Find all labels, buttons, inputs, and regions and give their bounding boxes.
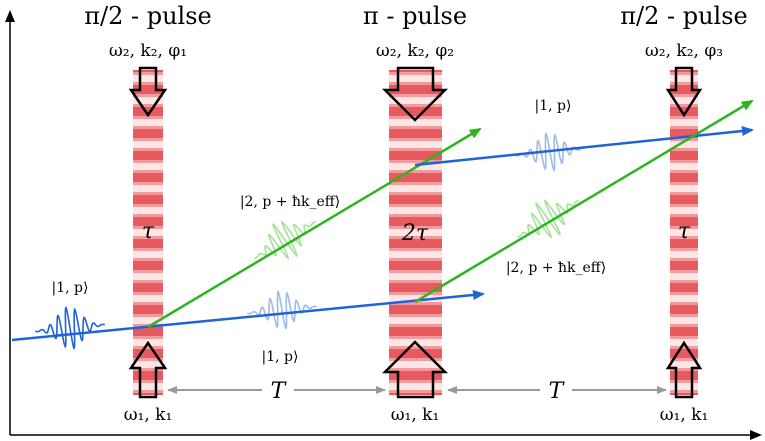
wave-packet-lower-ground xyxy=(247,290,317,330)
wave-packet-lower-excited xyxy=(516,199,580,239)
state-upper-excited: |2, p + ħk_eff⟩ xyxy=(240,194,340,210)
header-right: π/2 - pulse xyxy=(620,2,748,30)
bottom-params-right: ω₁, k₁ xyxy=(660,405,709,425)
interval-label-first: T xyxy=(271,379,288,404)
bottom-params-middle: ω₁, k₁ xyxy=(391,405,440,425)
duration-left: τ xyxy=(142,219,155,244)
down-arrow-middle xyxy=(381,66,449,122)
trajectory-excited-upper xyxy=(147,127,482,329)
trajectory-excited-lower xyxy=(414,99,754,304)
up-arrow-left xyxy=(128,340,168,399)
top-params-left: ω₂, k₂, φ₁ xyxy=(109,41,187,61)
interval-label-second: T xyxy=(549,379,566,404)
up-arrow-right xyxy=(665,340,703,399)
down-arrow-right xyxy=(665,66,703,118)
bottom-params-left: ω₁, k₁ xyxy=(124,405,173,425)
header-left: π/2 - pulse xyxy=(84,2,212,30)
state-lower-excited: |2, p + ħk_eff⟩ xyxy=(506,260,606,276)
duration-middle: 2τ xyxy=(401,221,429,246)
wave-packet-input xyxy=(35,306,105,350)
state-lower-ground: |1, p⟩ xyxy=(262,349,299,365)
state-input: |1, p⟩ xyxy=(52,280,89,296)
state-upper-ground: |1, p⟩ xyxy=(535,98,572,114)
header-middle: π - pulse xyxy=(363,2,467,30)
top-params-middle: ω₂, k₂, φ₂ xyxy=(376,41,454,61)
duration-right: τ xyxy=(678,219,691,244)
top-params-right: ω₂, k₂, φ₃ xyxy=(645,41,723,61)
up-arrow-middle xyxy=(381,340,449,399)
down-arrow-left xyxy=(128,66,168,118)
trajectory-ground-upper xyxy=(414,126,754,167)
wave-packet-upper-excited xyxy=(253,220,317,260)
trajectory-ground-lower xyxy=(11,289,485,342)
